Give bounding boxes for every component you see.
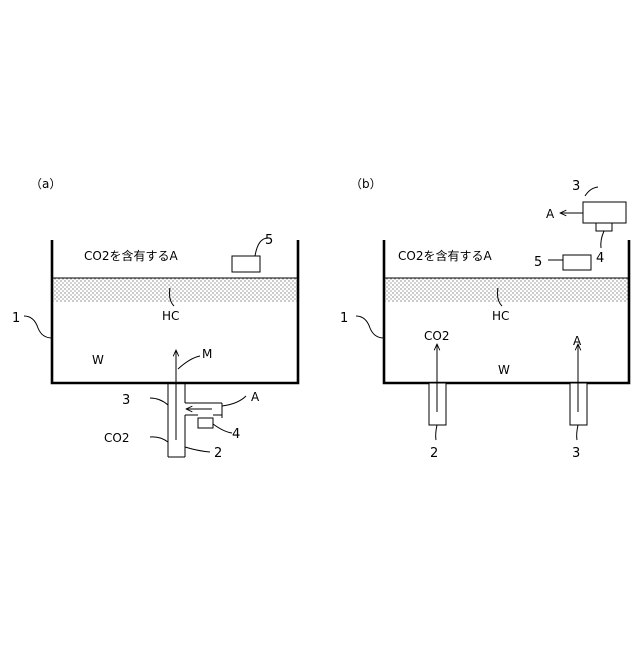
panel-b: （b） CO2を含有するA 5 A 3 4 HC W 1 CO2 2 bbox=[340, 177, 629, 461]
hydrocarbon-layer bbox=[384, 278, 629, 302]
sensor-5-box bbox=[232, 256, 260, 272]
air-label: A bbox=[573, 334, 582, 348]
ref-3-bottom: 3 bbox=[572, 446, 580, 461]
panel-b-label: （b） bbox=[350, 177, 382, 191]
leader-2 bbox=[436, 425, 437, 440]
ref-3: 3 bbox=[122, 393, 130, 408]
ref-4: 4 bbox=[232, 427, 240, 442]
ref-2: 2 bbox=[430, 446, 438, 461]
leader-1 bbox=[356, 316, 384, 338]
sensor-4-box bbox=[596, 223, 612, 231]
ref-4: 4 bbox=[596, 251, 604, 266]
gas-label: CO2を含有するA bbox=[398, 248, 492, 263]
panel-a: （a） CO2を含有するA 5 HC W 1 bbox=[12, 177, 298, 461]
unit-3-box bbox=[583, 202, 626, 223]
leader-4 bbox=[213, 424, 232, 433]
leader-1 bbox=[24, 316, 52, 338]
air-outlet-label: A bbox=[546, 207, 555, 221]
hc-label: HC bbox=[492, 309, 509, 323]
leader-a bbox=[222, 396, 246, 406]
leader-4 bbox=[601, 231, 604, 248]
sensor-5-box bbox=[563, 255, 591, 270]
ref-5: 5 bbox=[534, 255, 542, 270]
ref-3-top: 3 bbox=[572, 179, 580, 194]
leader-co2 bbox=[150, 437, 168, 442]
leader-3-bottom bbox=[577, 425, 578, 440]
co2-label: CO2 bbox=[424, 329, 449, 343]
gas-label: CO2を含有するA bbox=[84, 248, 178, 263]
hc-label: HC bbox=[162, 309, 179, 323]
ref-2: 2 bbox=[214, 446, 222, 461]
leader-3 bbox=[150, 398, 168, 405]
leader-m bbox=[178, 356, 200, 369]
co2-label: CO2 bbox=[104, 431, 129, 445]
sensor-4-box bbox=[198, 418, 213, 428]
ref-5: 5 bbox=[265, 233, 273, 248]
leader-3-top bbox=[585, 187, 598, 196]
ref-1: 1 bbox=[340, 311, 348, 326]
water-label: W bbox=[498, 363, 510, 377]
leader-2 bbox=[185, 447, 210, 452]
hydrocarbon-layer bbox=[52, 278, 298, 302]
air-label: A bbox=[251, 390, 260, 404]
ref-1: 1 bbox=[12, 311, 20, 326]
water-label: W bbox=[92, 353, 104, 367]
m-label: M bbox=[202, 347, 212, 361]
panel-a-label: （a） bbox=[30, 177, 61, 191]
